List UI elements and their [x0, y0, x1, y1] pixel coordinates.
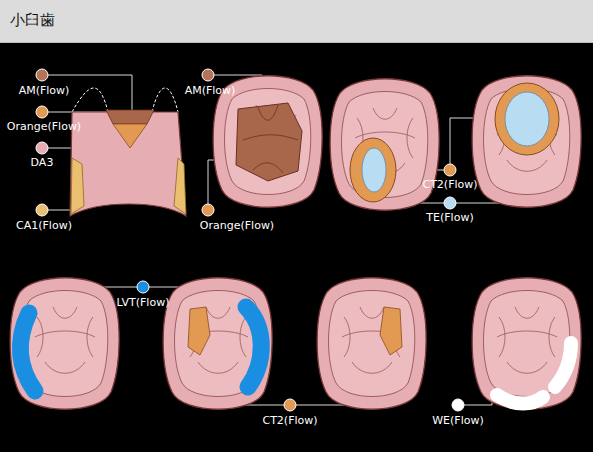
illustration-part	[202, 69, 214, 81]
tooth-occlusal	[472, 278, 581, 410]
illustration-part	[36, 69, 48, 81]
illustration-part	[444, 197, 456, 209]
illustration-part	[36, 106, 48, 118]
material-label: CT2(Flow)	[262, 414, 317, 427]
material-label: Orange(Flow)	[200, 219, 274, 232]
tooth-occlusal	[472, 76, 581, 208]
material-label: CT2(Flow)	[422, 178, 477, 191]
marker-dots	[36, 69, 464, 411]
illustration-part	[137, 281, 149, 293]
illustration-part	[202, 204, 214, 216]
material-label: AM(Flow)	[19, 84, 70, 97]
illustration-part	[72, 88, 178, 112]
illustration-part	[452, 399, 464, 411]
illustration-part	[350, 138, 396, 202]
illustration-part	[174, 158, 186, 214]
illustration-part	[71, 158, 84, 214]
illustration-part	[505, 92, 549, 146]
material-label: AM(Flow)	[185, 84, 236, 97]
illustration-part	[163, 278, 272, 410]
material-label: CA1(Flow)	[16, 219, 72, 232]
title-text: 小臼歯	[10, 11, 55, 30]
illustration-part	[246, 307, 261, 387]
illustration-part	[362, 148, 386, 192]
material-label: LVT(Flow)	[117, 296, 170, 309]
illustration-part	[36, 142, 48, 154]
illustration-part	[70, 112, 186, 216]
illustration-part	[497, 395, 543, 404]
illustration-part	[113, 124, 147, 148]
illustration-part	[555, 343, 571, 387]
header-band	[0, 0, 593, 43]
illustration-part	[444, 164, 456, 176]
tooth-occlusal	[10, 278, 119, 410]
material-label: Orange(Flow)	[7, 120, 81, 133]
material-label: TE(Flow)	[426, 211, 473, 224]
tooth-occlusal	[317, 278, 426, 410]
illustration-part	[495, 83, 559, 155]
illustration-part	[188, 307, 210, 355]
material-label: DA3	[31, 156, 54, 169]
tooth-section	[70, 88, 186, 216]
illustration-part	[317, 278, 426, 410]
tooth-occlusal	[163, 278, 272, 410]
illustration-part	[243, 105, 298, 173]
illustration-part	[36, 204, 48, 216]
illustration-part	[236, 103, 302, 181]
illustration-part	[472, 76, 581, 208]
illustration-part	[10, 278, 119, 410]
illustration-part	[20, 313, 35, 391]
material-label: WE(Flow)	[432, 414, 484, 427]
illustration-part	[106, 110, 154, 124]
illustration-part	[380, 307, 402, 355]
illustration-part	[472, 278, 581, 410]
illustration-part	[284, 399, 296, 411]
